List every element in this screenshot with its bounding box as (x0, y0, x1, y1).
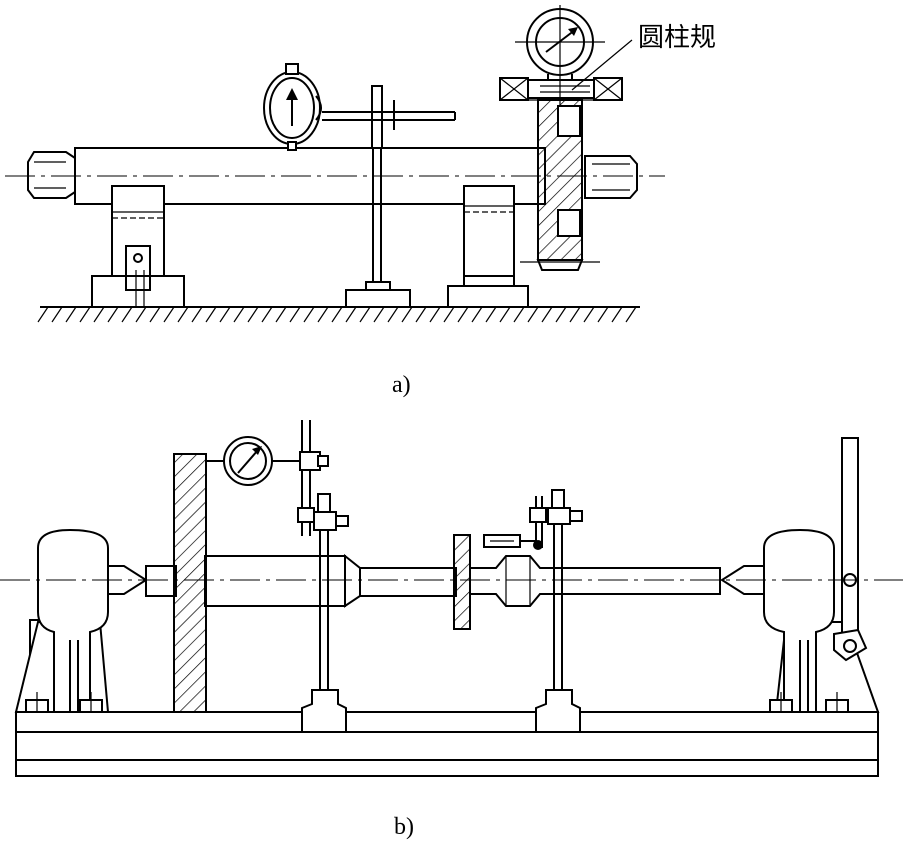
right-tailstock-b (720, 437, 880, 713)
right-indicator-stand-b (483, 489, 583, 733)
small-disc-b (453, 534, 471, 630)
indicator-stand-a (263, 63, 456, 308)
left-indicator-stand-b (206, 420, 349, 733)
gear-a (520, 99, 600, 271)
figure-b: b) (0, 420, 903, 840)
callout-leader-a (571, 39, 633, 91)
ground-a (37, 306, 640, 323)
cylinder-gauge-a (499, 5, 623, 105)
left-tailstock-b (14, 528, 148, 713)
caption-a: a) (392, 372, 411, 398)
figure-a: 圆柱规 a) (5, 5, 716, 398)
left-support-a (91, 185, 185, 308)
caption-b: b) (394, 814, 414, 840)
right-support-a (447, 185, 529, 308)
callout-label: 圆柱规 (638, 23, 716, 52)
gear-b (173, 453, 207, 713)
shaft-b (145, 553, 721, 608)
base-bed-b (15, 711, 879, 777)
